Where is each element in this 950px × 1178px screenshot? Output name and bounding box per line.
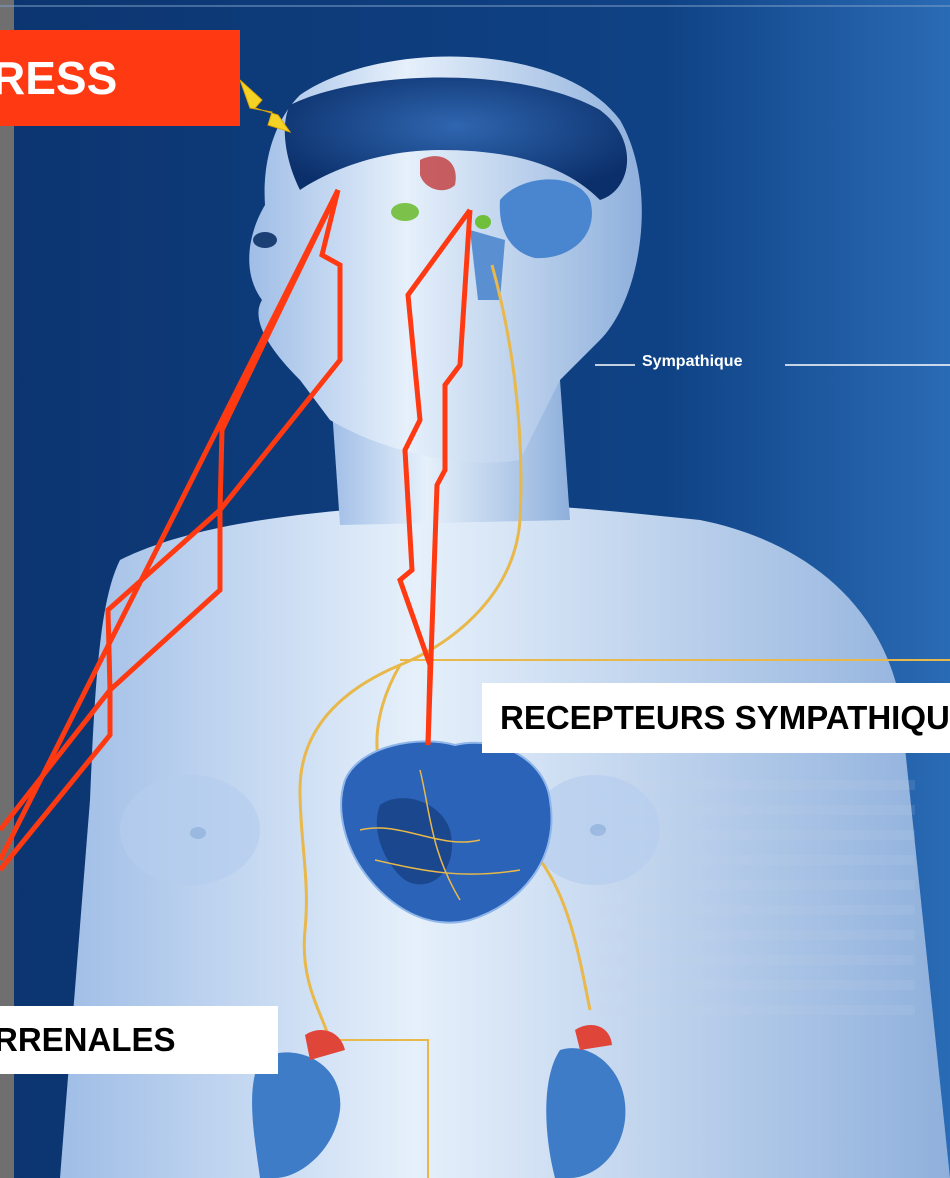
left-breast [120, 775, 260, 885]
adrenal-label: RRENALES [0, 1006, 278, 1074]
left-margin-strip [0, 0, 14, 1178]
stress-label: RESS [0, 30, 240, 126]
sympathique-label: Sympathique [642, 353, 742, 371]
left-nipple [190, 827, 206, 839]
receptors-label: RECEPTEURS SYMPATHIQUES [482, 683, 950, 753]
pituitary [391, 203, 419, 221]
brainstem-node [475, 215, 491, 229]
eye [253, 232, 277, 248]
